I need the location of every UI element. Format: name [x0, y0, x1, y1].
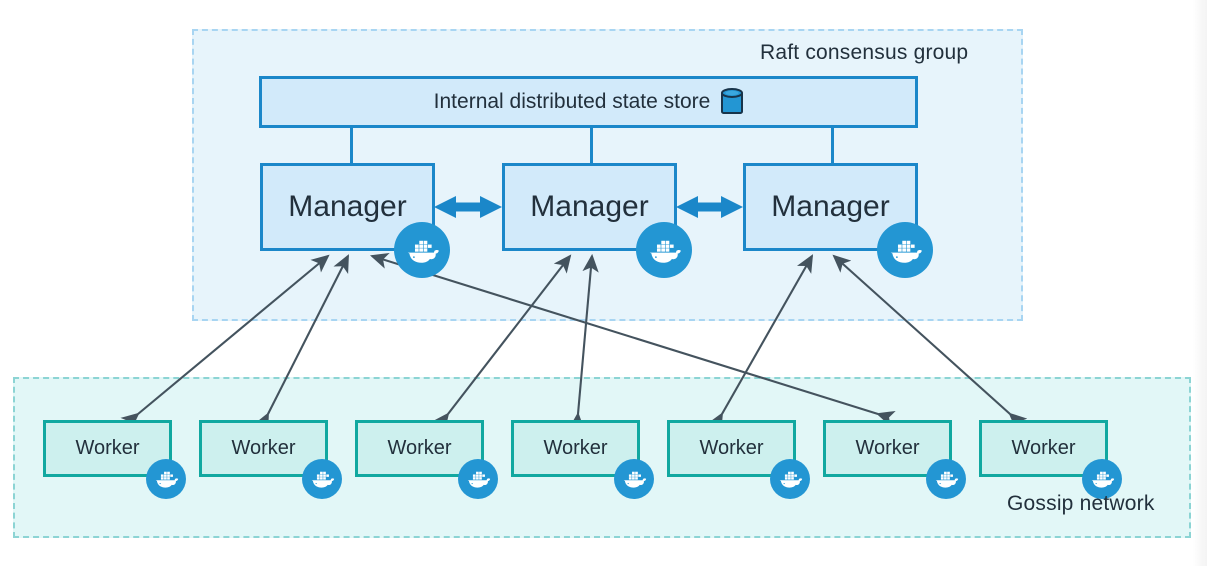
docker-whale-icon-manager-1 [394, 222, 450, 278]
manager-label: Manager [771, 190, 890, 223]
docker-whale-icon-worker-7 [1082, 459, 1122, 499]
manager-label: Manager [288, 190, 407, 223]
docker-whale-glyph [467, 471, 491, 488]
database-cylinder-icon [721, 87, 744, 114]
worker-label: Worker [387, 437, 452, 459]
manager-node-1[interactable]: Manager [260, 163, 435, 251]
internal-state-store-box[interactable]: Internal distributed state store [259, 76, 918, 128]
docker-whale-glyph [311, 471, 335, 488]
gossip-network-label: Gossip network [1007, 492, 1155, 515]
docker-whale-icon-worker-6 [926, 459, 966, 499]
docker-whale-glyph [1091, 471, 1115, 488]
manager-label: Manager [530, 190, 649, 223]
state-store-label: Internal distributed state store [433, 90, 711, 113]
connector-store-to-manager-1 [350, 127, 353, 165]
worker-label: Worker [855, 437, 920, 459]
docker-whale-icon-worker-2 [302, 459, 342, 499]
docker-whale-icon-manager-2 [636, 222, 692, 278]
docker-whale-icon-worker-4 [614, 459, 654, 499]
right-edge-shading [1193, 0, 1207, 566]
worker-label: Worker [543, 437, 608, 459]
worker-label: Worker [699, 437, 764, 459]
docker-whale-glyph [890, 240, 922, 263]
docker-whale-glyph [155, 471, 179, 488]
worker-label: Worker [75, 437, 140, 459]
docker-whale-icon-worker-5 [770, 459, 810, 499]
docker-whale-glyph [649, 240, 681, 263]
worker-label: Worker [231, 437, 296, 459]
docker-whale-icon-manager-3 [877, 222, 933, 278]
docker-whale-glyph [407, 240, 439, 263]
docker-whale-icon-worker-3 [458, 459, 498, 499]
worker-label: Worker [1011, 437, 1076, 459]
docker-whale-icon-worker-1 [146, 459, 186, 499]
connector-store-to-manager-3 [831, 127, 834, 165]
docker-whale-glyph [623, 471, 647, 488]
raft-consensus-group-label: Raft consensus group [760, 41, 969, 64]
docker-whale-glyph [935, 471, 959, 488]
worker-node-5[interactable]: Worker [667, 420, 796, 477]
connector-store-to-manager-2 [590, 127, 593, 165]
docker-whale-glyph [779, 471, 803, 488]
worker-node-7[interactable]: Worker [979, 420, 1108, 477]
